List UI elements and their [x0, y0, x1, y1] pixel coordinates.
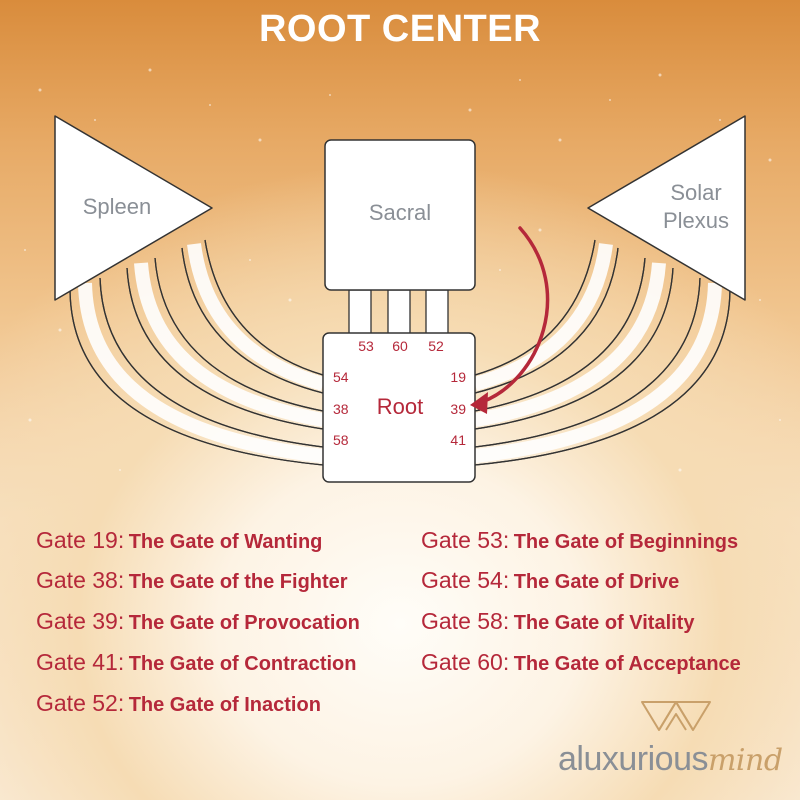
root-gate-right-3: 41 [450, 432, 466, 448]
solar-plexus-center [587, 115, 746, 301]
root-gate-right-1: 19 [450, 369, 466, 385]
spleen-center [54, 115, 213, 301]
list-item: Gate 60: The Gate of Acceptance [421, 649, 741, 675]
root-label: Root [377, 394, 423, 419]
list-item: Gate 41: The Gate of Contraction [36, 649, 357, 675]
list-item: Gate 54: The Gate of Drive [421, 567, 680, 593]
spleen-label: Spleen [83, 194, 152, 219]
brand-wordmark: aluxuriousmind [558, 740, 783, 778]
sacral-center [324, 139, 476, 291]
arrow-icon [480, 226, 550, 404]
solar-plexus-label-line1: Solar [670, 180, 721, 205]
list-item: Gate 53: The Gate of Beginnings [421, 527, 739, 553]
list-item: Gate 58: The Gate of Vitality [421, 608, 695, 634]
logo-triangles-icon [641, 701, 711, 731]
root-gate-top-1: 53 [358, 338, 374, 354]
root-gate-left-3: 58 [333, 432, 349, 448]
sacral-label: Sacral [369, 200, 431, 225]
sacral-root-channels [348, 289, 449, 335]
root-gate-top-3: 52 [428, 338, 444, 354]
list-item: Gate 19: The Gate of Wanting [36, 527, 323, 553]
page-title: ROOT CENTER [258, 8, 542, 50]
root-gate-left-2: 38 [333, 401, 349, 417]
list-item: Gate 39: The Gate of Provocation [36, 608, 360, 634]
list-item: Gate 38: The Gate of the Fighter [36, 567, 348, 593]
solar-plexus-label-line2: Plexus [663, 208, 729, 233]
root-gate-left-1: 54 [333, 369, 349, 385]
brand-logo: aluxuriousmind [548, 690, 788, 790]
root-gate-top-2: 60 [392, 338, 408, 354]
root-gate-right-2: 39 [450, 401, 466, 417]
list-item: Gate 52: The Gate of Inaction [36, 690, 321, 716]
